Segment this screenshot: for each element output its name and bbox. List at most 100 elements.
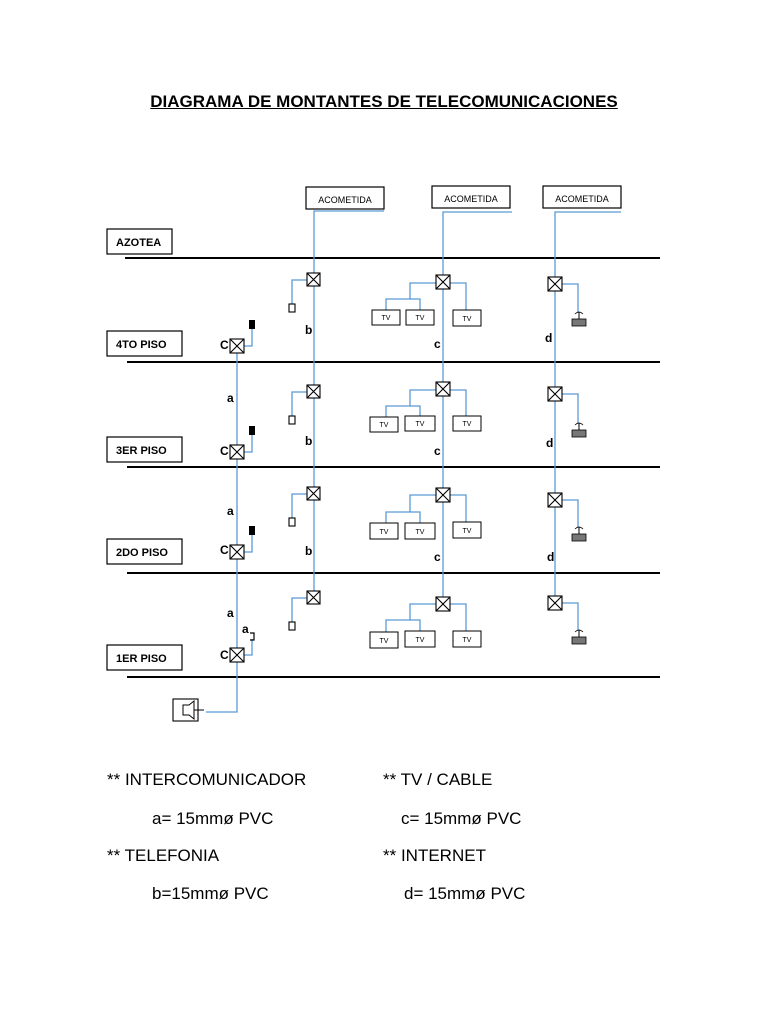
internet-branch-4 [562,283,579,312]
riser-label-d: d [546,436,553,450]
riser-label-a: a [227,606,234,620]
junction-box-tv-3 [435,381,451,397]
floor-label-3: 3ER PISO [106,436,183,463]
legend-phone-spec: b=15mmø PVC [152,884,269,903]
acometida-label: ACOMETIDA [444,194,498,204]
riser-label-a: a [227,504,234,518]
tv-branch-2a [385,494,436,524]
acometida-label: ACOMETIDA [318,195,372,205]
riser-label-b: b [305,323,312,337]
tv-outlet-label: TV [416,421,425,428]
riser-label-C: C [220,444,229,458]
phone-branch-2 [291,493,307,518]
acometida-tv: ACOMETIDA [431,185,511,209]
legend-phone-title: ** TELEFONIA [107,846,220,865]
tv-branch-3c [450,389,467,417]
legend-intercom-spec: a= 15mmø PVC [152,809,274,828]
tv-branch-3a [385,389,436,418]
tv-outlet: TV [369,631,399,649]
tv-outlet: TV [405,309,435,326]
tv-outlet-label: TV [463,316,472,323]
junction-box-phone-4 [306,272,321,287]
legend-internet-spec: d= 15mmø PVC [404,884,526,903]
riser-label-C: C [220,543,229,557]
conduits [206,210,621,713]
junction-boxes [229,272,563,663]
floor-label-text: 2DO PISO [116,547,168,559]
riser-label-b: b [305,544,312,558]
floor-label-text: 1ER PISO [116,653,167,665]
phone-branch-4 [291,279,307,304]
service-entries: ACOMETIDA ACOMETIDA ACOMETIDA [305,185,622,210]
riser-a-conduit [206,346,238,713]
intercom-panel [172,698,204,722]
tv-outlet-label: TV [416,637,425,644]
intercom-branch-2 [244,534,253,553]
tv-outlet: TV [452,415,482,432]
tv-outlet-label: TV [463,421,472,428]
tv-outlet: TV [369,522,399,540]
tv-outlet: TV [452,309,482,327]
floor-label-text: AZOTEA [116,237,161,249]
intercom-units [249,320,255,641]
tv-branch-1c [450,603,467,632]
junction-box-internet-4 [547,276,563,292]
intercom-branch-3 [244,433,253,453]
tv-outlet-label: TV [416,529,425,536]
router-icon [571,422,587,438]
legend-tv-spec: c= 15mmø PVC [401,809,522,828]
intercom-branch-4 [244,327,253,347]
junction-box-tv-4 [435,274,451,290]
junction-box-intercom-1 [229,647,245,663]
riser-label-c: c [434,550,441,564]
internet-branch-3 [562,393,579,423]
acometida-phone: ACOMETIDA [305,186,385,210]
intercom-unit-icon [249,526,255,535]
phone-outlet-icon [288,303,296,313]
junction-box-phone-2 [306,486,321,501]
riser-label-C: C [220,648,229,662]
tv-outlet: TV [404,630,436,648]
tv-branch-2c [450,494,467,523]
internet-branch-2 [562,499,579,527]
riser-c-conduit [442,211,512,604]
junction-box-internet-2 [547,492,563,508]
intercom-unit-icon [249,426,255,435]
tv-outlets: TV TV TV TV TV TV TV TV TV TV TV TV [369,309,482,649]
router-icon [571,526,587,542]
junction-box-phone-1 [306,590,321,605]
intercom-unit-icon [250,632,255,641]
tv-branch-1a [385,603,436,633]
tv-outlet: TV [371,309,401,326]
riser-label-C: C [220,338,229,352]
legend-tv-title: ** TV / CABLE [383,770,493,789]
phone-outlet-icon [288,415,296,425]
router-icon [571,629,587,645]
tv-outlet-label: TV [380,529,389,536]
junction-box-intercom-2 [229,544,245,560]
junction-box-intercom-4 [229,338,245,354]
tv-outlet: TV [452,630,482,648]
riser-label-c: c [434,337,441,351]
junction-box-tv-2 [435,487,451,503]
riser-label-a: a [227,391,234,405]
intercom-branch-1 [244,639,253,656]
riser-label-a: a [242,622,249,636]
floor-label-azotea: AZOTEA [106,228,173,255]
tv-outlet-label: TV [380,638,389,645]
internet-branch-1 [562,602,579,630]
riser-label-c: c [434,444,441,458]
phone-branch-1 [291,597,307,622]
tv-outlet-label: TV [416,315,425,322]
tv-outlet-label: TV [463,528,472,535]
tv-branch-4b [410,298,421,311]
junction-box-internet-1 [547,595,563,611]
acometida-label: ACOMETIDA [555,194,609,204]
internet-routers [571,311,587,645]
tv-outlet: TV [452,521,482,539]
junction-box-intercom-3 [229,444,245,460]
legend-intercom-title: ** INTERCOMUNICADOR [107,770,307,789]
tv-outlet-label: TV [380,422,389,429]
phone-outlets [288,303,296,631]
